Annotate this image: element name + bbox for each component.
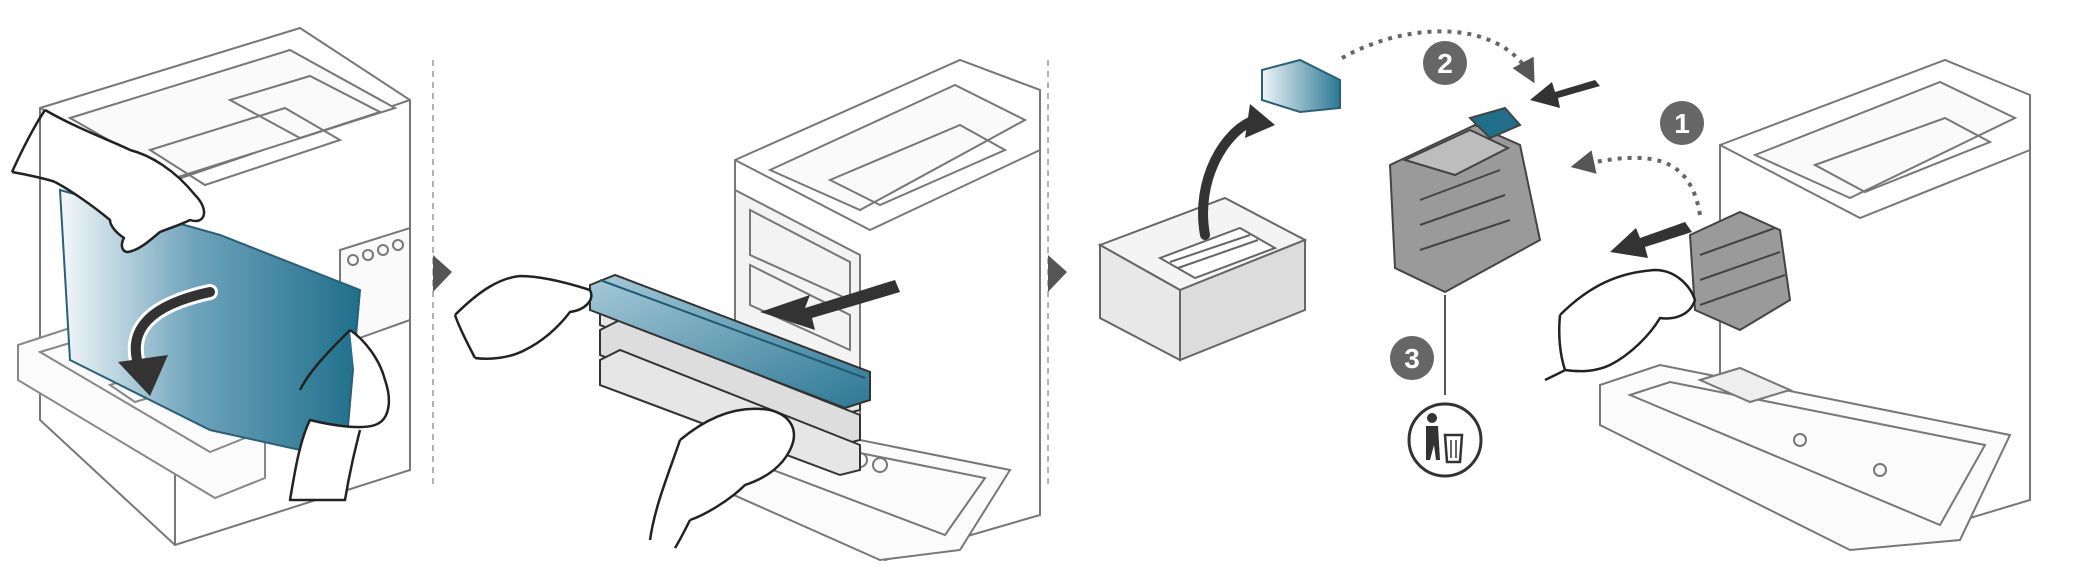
panel-remove-toner-cartridges <box>453 58 1067 562</box>
hand-icon-3 <box>1544 268 1697 382</box>
pull-out-arrow-icon <box>1610 222 1692 258</box>
hand-right-icon-2 <box>648 407 796 549</box>
arrow-head-icon <box>118 355 168 396</box>
waste-toner-container <box>1388 106 1542 294</box>
triangle-right-icon-2 <box>1048 255 1067 292</box>
hand-right-icon <box>288 328 391 502</box>
insert-arrow-icon <box>1530 80 1600 108</box>
step-badge-1: 1 <box>1660 101 1704 145</box>
panel-replace-waste-toner: 3 2 <box>1097 29 2031 552</box>
highlighted-cartridge <box>589 273 871 410</box>
hand-left-icon-2 <box>453 274 593 360</box>
trash-disposal-icon <box>1407 402 1483 478</box>
cap-part <box>1261 58 1341 114</box>
panel-open-front-cover <box>10 26 452 547</box>
front-tray-open-right <box>1599 363 2012 552</box>
triangle-right-icon <box>433 255 452 292</box>
packaging-box <box>1097 196 1308 362</box>
step-number-2: 2 <box>1437 48 1453 79</box>
curved-arrow-up-icon <box>1198 115 1260 240</box>
installed-waste-container <box>1688 210 1792 332</box>
step-number-1: 1 <box>1674 108 1690 139</box>
hand-left-icon <box>10 108 206 254</box>
pull-arrow-icon <box>760 280 900 330</box>
dotted-arrow-icon <box>1341 29 1535 84</box>
step-badge-2: 2 <box>1423 41 1467 85</box>
step-number-3: 3 <box>1404 343 1420 374</box>
step-badge-3: 3 <box>1390 336 1434 380</box>
dotted-arrow-icon-2 <box>1570 150 1702 216</box>
